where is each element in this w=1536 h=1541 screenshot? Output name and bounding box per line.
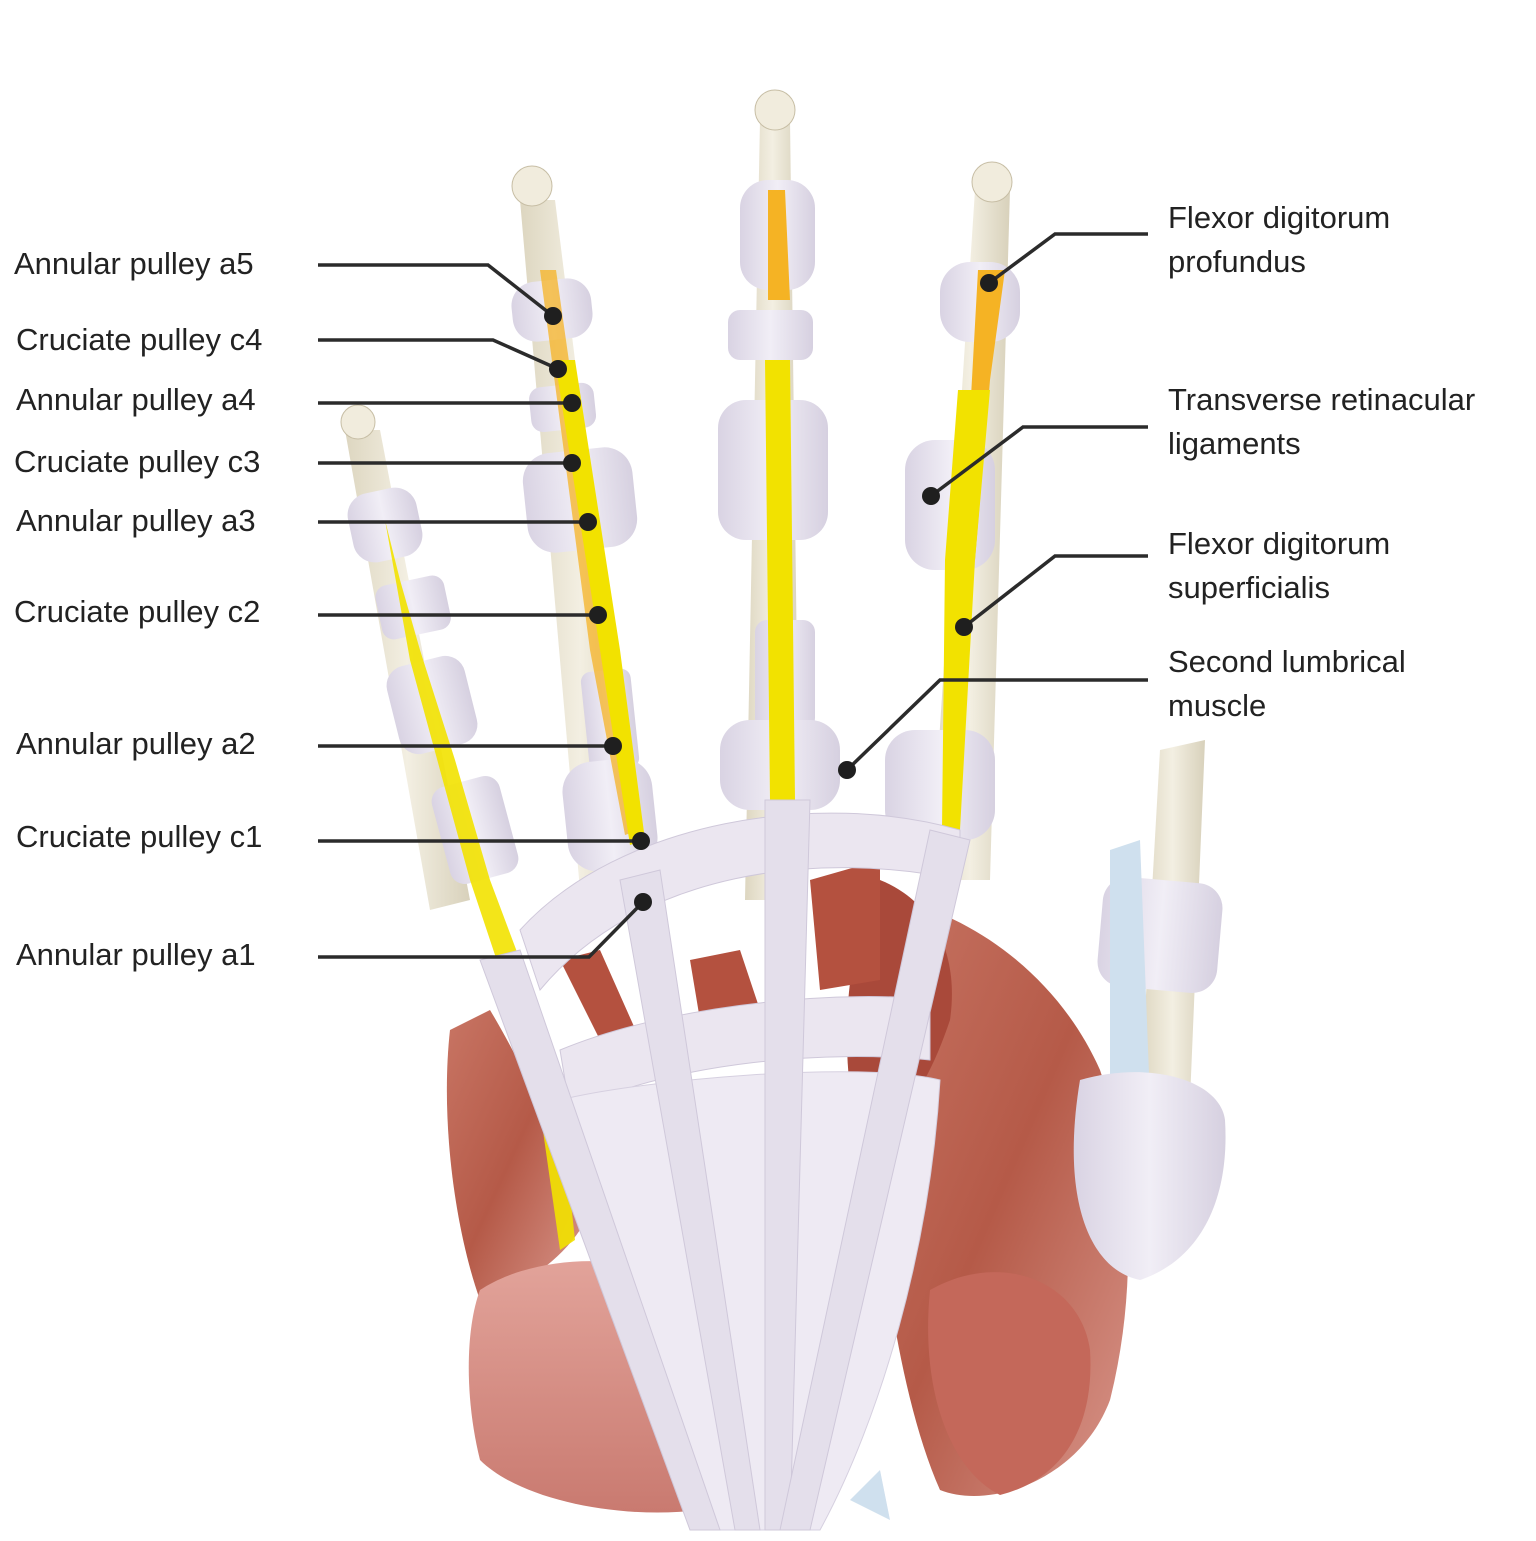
leader-line-fds <box>962 554 1148 629</box>
leader-line-fdp <box>987 232 1148 285</box>
pointer-dot-fds <box>955 618 973 636</box>
label-cruciate-pulley-c4: Cruciate pulley c4 <box>16 322 263 357</box>
pointer-dot-a1 <box>634 893 652 911</box>
label-cruciate-pulley-c2: Cruciate pulley c2 <box>14 594 261 629</box>
lumbrical-muscles <box>560 860 880 1060</box>
leader-line-a1 <box>318 900 645 959</box>
pointer-dot-a3 <box>579 513 597 531</box>
leader-line-trl <box>929 425 1148 498</box>
pointer-dot-a4 <box>563 394 581 412</box>
middle-finger <box>718 89 840 900</box>
label-annular-pulley-a4: Annular pulley a4 <box>16 382 256 417</box>
pointer-dot-lum2 <box>838 761 856 779</box>
fingers <box>340 89 1226 1280</box>
pointer-dot-c2 <box>589 606 607 624</box>
leader-line-lum2 <box>845 678 1148 772</box>
pointer-dots <box>544 274 998 911</box>
label-annular-pulley-a2: Annular pulley a2 <box>16 726 256 761</box>
palmar-aponeurosis <box>479 799 971 1531</box>
pointer-dot-c3 <box>563 454 581 472</box>
label-cruciate-pulley-c1: Cruciate pulley c1 <box>16 819 263 854</box>
pointer-dot-fdp <box>980 274 998 292</box>
pointer-dot-a2 <box>604 737 622 755</box>
label-annular-pulley-a5: Annular pulley a5 <box>14 246 254 281</box>
pointer-dot-c4 <box>549 360 567 378</box>
little-finger <box>340 404 575 1250</box>
leader-line-c4 <box>318 338 559 371</box>
pointer-dot-c1 <box>632 832 650 850</box>
label-annular-pulley-a3: Annular pulley a3 <box>16 503 256 538</box>
pointer-dot-a5 <box>544 307 562 325</box>
leader-line-a5 <box>318 263 555 318</box>
thenar-pad <box>928 1272 1091 1495</box>
label-annular-pulley-a1: Annular pulley a1 <box>16 937 256 972</box>
thumb <box>1073 740 1226 1280</box>
label-cruciate-pulley-c3: Cruciate pulley c3 <box>14 444 261 479</box>
pointer-dot-trl <box>922 487 940 505</box>
hypothenar-muscle <box>446 1010 580 1300</box>
index-finger <box>885 161 1020 880</box>
leader-lines <box>318 232 1148 959</box>
ring-finger <box>511 165 658 890</box>
